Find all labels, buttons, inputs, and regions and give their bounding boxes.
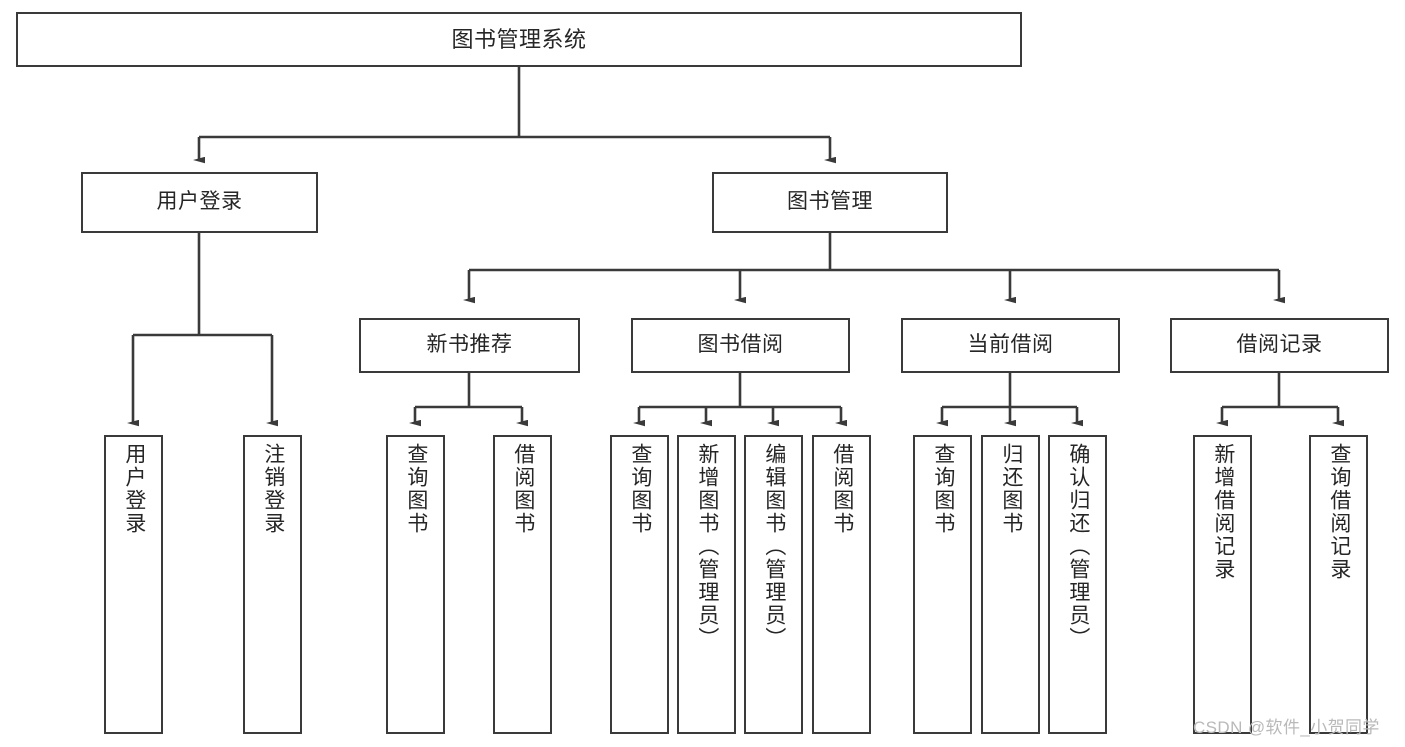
leaf-current-confirm-return-label: 确认归还（管理员）: [1066, 443, 1090, 650]
node-current-borrow[interactable]: 当前借阅: [901, 318, 1120, 373]
leaf-borrow-edit-book[interactable]: 编辑图书（管理员）: [744, 435, 803, 734]
node-new-book-recommend-label: 新书推荐: [426, 333, 513, 357]
leaf-user-login-signin-label: 用户登录: [122, 443, 146, 535]
leaf-current-return-book-label: 归还图书: [999, 443, 1023, 535]
node-root-system-label: 图书管理系统: [451, 26, 587, 52]
leaf-borrow-add-book[interactable]: 新增图书（管理员）: [677, 435, 736, 734]
leaf-record-query-record[interactable]: 查询借阅记录: [1309, 435, 1368, 734]
node-book-management-label: 图书管理: [787, 190, 873, 214]
leaf-current-confirm-return[interactable]: 确认归还（管理员）: [1048, 435, 1107, 734]
node-user-login-label: 用户登录: [156, 190, 243, 214]
leaf-current-query-book-label: 查询图书: [931, 443, 955, 535]
leaf-recommend-query-book-label: 查询图书: [404, 443, 428, 535]
node-book-borrow[interactable]: 图书借阅: [631, 318, 850, 373]
leaf-borrow-borrow-book-label: 借阅图书: [830, 443, 854, 535]
leaf-current-query-book[interactable]: 查询图书: [913, 435, 972, 734]
leaf-current-return-book[interactable]: 归还图书: [981, 435, 1040, 734]
leaf-user-login-signout[interactable]: 注销登录: [243, 435, 302, 734]
node-root-system[interactable]: 图书管理系统: [16, 12, 1022, 67]
leaf-recommend-borrow-book[interactable]: 借阅图书: [493, 435, 552, 734]
leaf-borrow-edit-book-label: 编辑图书（管理员）: [762, 443, 786, 650]
leaf-record-add-record-label: 新增借阅记录: [1211, 443, 1235, 581]
node-user-login[interactable]: 用户登录: [81, 172, 318, 233]
leaf-recommend-borrow-book-label: 借阅图书: [511, 443, 535, 535]
leaf-borrow-query-book[interactable]: 查询图书: [610, 435, 669, 734]
leaf-borrow-add-book-label: 新增图书（管理员）: [695, 443, 719, 650]
node-borrow-record[interactable]: 借阅记录: [1170, 318, 1389, 373]
leaf-record-add-record[interactable]: 新增借阅记录: [1193, 435, 1252, 734]
leaf-borrow-query-book-label: 查询图书: [628, 443, 652, 535]
node-current-borrow-label: 当前借阅: [967, 333, 1054, 357]
node-book-management[interactable]: 图书管理: [712, 172, 948, 233]
leaf-user-login-signin[interactable]: 用户登录: [104, 435, 163, 734]
leaf-borrow-borrow-book[interactable]: 借阅图书: [812, 435, 871, 734]
node-borrow-record-label: 借阅记录: [1236, 333, 1323, 357]
csdn-watermark: CSDN @软件_小贺同学: [1193, 718, 1380, 737]
node-new-book-recommend[interactable]: 新书推荐: [359, 318, 580, 373]
leaf-user-login-signout-label: 注销登录: [261, 443, 285, 535]
leaf-record-query-record-label: 查询借阅记录: [1327, 443, 1351, 581]
node-book-borrow-label: 图书借阅: [697, 333, 784, 357]
leaf-recommend-query-book[interactable]: 查询图书: [386, 435, 445, 734]
